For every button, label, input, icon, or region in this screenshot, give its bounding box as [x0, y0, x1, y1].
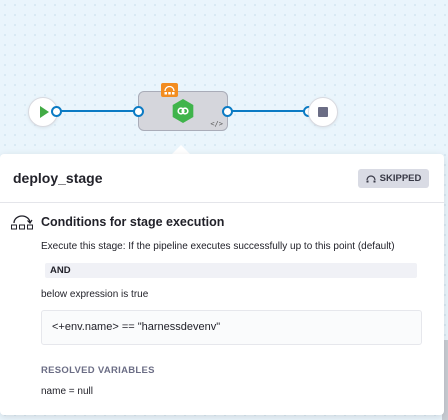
and-label: AND	[50, 265, 71, 276]
conditions-header: Conditions for stage execution	[11, 214, 224, 230]
start-node-port	[51, 106, 62, 117]
resolved-variables-heading: RESOLVED VARIABLES	[41, 365, 155, 376]
stage-node-deploy[interactable]: </>	[138, 91, 228, 131]
stage-details-popover: deploy_stage SKIPPED Conditions for stag…	[0, 154, 444, 415]
stage-node-out-port	[222, 106, 233, 117]
popover-header: deploy_stage SKIPPED	[0, 154, 444, 203]
expression-code: <+env.name> == "harnessdevenv"	[52, 321, 221, 333]
pipeline-end-node[interactable]	[308, 97, 338, 127]
link-stage-end	[227, 110, 308, 112]
execution-condition-text: Execute this stage: If the pipeline exec…	[41, 241, 395, 252]
expression-box: <+env.name> == "harnessdevenv"	[41, 310, 422, 345]
skipped-icon	[366, 174, 376, 182]
stop-icon	[318, 107, 328, 117]
conditional-execution-icon	[11, 215, 33, 230]
canvas-scrollbar[interactable]	[442, 340, 448, 420]
stage-node-in-port	[133, 106, 144, 117]
expression-intro: below expression is true	[41, 289, 149, 300]
status-badge: SKIPPED	[358, 169, 429, 188]
resolved-variable: name = null	[41, 386, 93, 397]
conditional-execution-icon	[161, 83, 178, 97]
stage-name: deploy_stage	[13, 170, 103, 186]
status-text: SKIPPED	[379, 173, 422, 184]
link-start-stage	[59, 110, 138, 112]
and-operator-row: AND	[45, 263, 417, 278]
play-icon	[39, 106, 49, 118]
deploy-stage-icon	[172, 99, 194, 123]
conditions-title: Conditions for stage execution	[41, 215, 225, 229]
yaml-code-icon: </>	[210, 120, 223, 128]
popover-arrow	[172, 145, 190, 154]
